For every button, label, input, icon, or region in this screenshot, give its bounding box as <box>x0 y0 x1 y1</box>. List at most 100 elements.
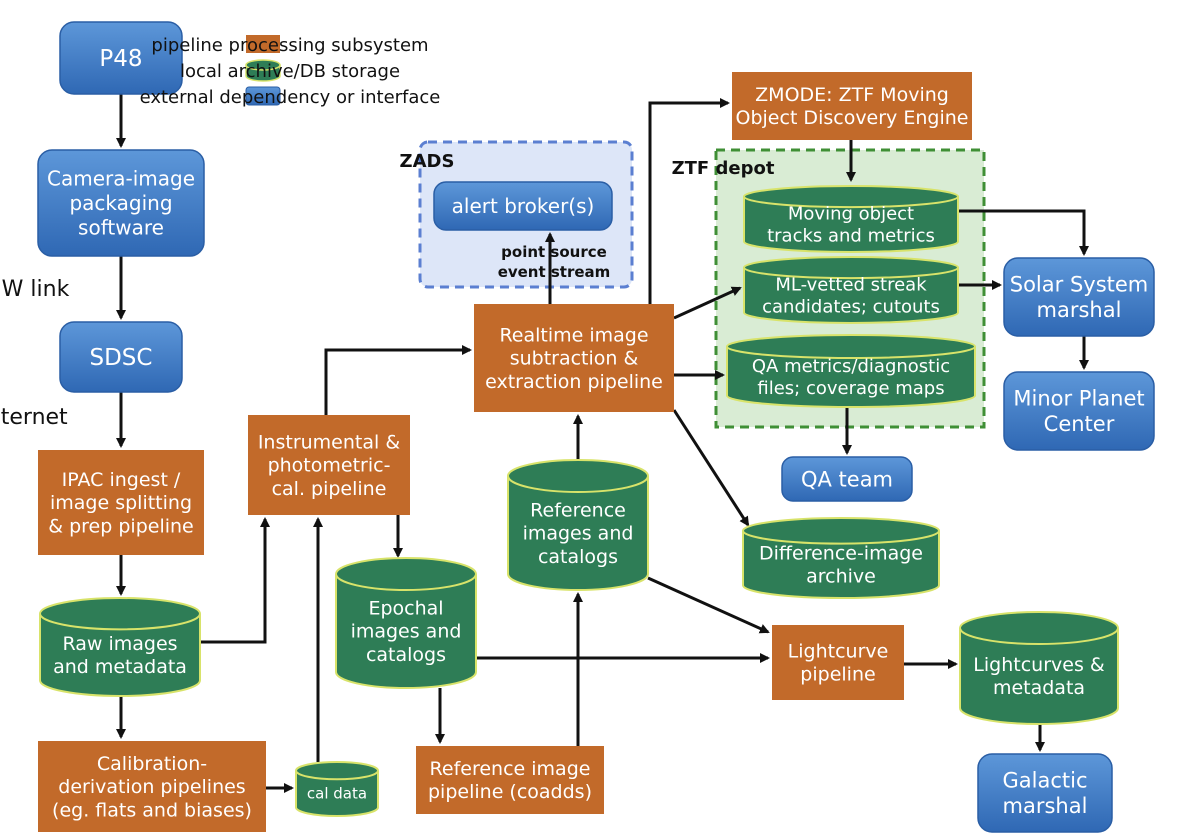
instr-label-3: cal. pipeline <box>272 478 387 500</box>
legend-pipeline-swatch <box>246 35 280 53</box>
moving-label-1: Moving object <box>788 204 914 225</box>
caldata-label-1: cal data <box>307 785 367 803</box>
moving-to-solar-arrow <box>958 209 1089 256</box>
calderiv-node: Calibration-derivation pipelines(eg. fla… <box>38 741 266 832</box>
p48-box <box>59 21 183 95</box>
qametrics-cylinder-top <box>726 334 976 360</box>
diffarch-cylinder-top <box>742 517 940 545</box>
legend-storage-label: local archive/DB storage <box>180 61 400 82</box>
legend-external-swatch <box>245 86 281 106</box>
epochal-label-1: Epochal <box>368 597 443 619</box>
diffarch-cylinder-body <box>742 530 940 599</box>
realtime-to-zmode-arrow <box>648 98 730 304</box>
lcmeta-node: Lightcurves &metadata <box>959 611 1119 725</box>
ipac-node: IPAC ingest /image splitting& prep pipel… <box>38 450 204 555</box>
zads-title: ZADS <box>400 151 455 172</box>
galactic-label-1: Galactic <box>1002 769 1087 793</box>
refimg-label-1: Reference <box>530 499 626 521</box>
mpc-box <box>1003 371 1155 451</box>
legend-storage: local archive/DB storage <box>180 59 400 82</box>
moving-label-2: tracks and metrics <box>767 226 935 247</box>
alert-box <box>433 181 613 231</box>
epochal-label-2: images and <box>351 621 462 643</box>
ipac-label-3: & prep pipeline <box>48 515 193 537</box>
realtime-box <box>474 304 674 412</box>
realtime-label-1: Realtime image <box>499 324 648 346</box>
sdsc-node: SDSC <box>59 321 183 393</box>
raw-cylinder-top <box>39 597 201 631</box>
ipac-label-2: image splitting <box>50 492 192 514</box>
refpipe-box <box>416 746 604 814</box>
camera-box <box>37 149 205 257</box>
calderiv-box <box>38 741 266 832</box>
sdsc-label-1: SDSC <box>90 345 153 371</box>
mpc-label-1: Minor Planet <box>1013 387 1144 411</box>
qateam-label-1: QA team <box>801 467 893 491</box>
qametrics-label-1: QA metrics/diagnostic <box>752 356 950 377</box>
legend-pipeline-label: pipeline processing subsystem <box>151 35 428 56</box>
p48-label-1: P48 <box>99 46 142 72</box>
zmode-box <box>732 72 972 140</box>
refpipe-label-2: pipeline (coadds) <box>428 781 592 803</box>
zmode-label-2: Object Discovery Engine <box>736 107 969 129</box>
calderiv-label-2: derivation pipelines <box>58 776 245 798</box>
internet-label: Internet <box>0 405 68 430</box>
instr-to-realtime-arrow <box>324 345 472 415</box>
streak-label-2: candidates; cutouts <box>762 297 940 318</box>
epochal-cylinder-body <box>335 574 477 689</box>
legend-pipeline: pipeline processing subsystem <box>151 35 429 56</box>
refimg-label-2: images and <box>523 523 634 545</box>
instr-node: Instrumental &photometric-cal. pipeline <box>248 415 410 515</box>
lcmeta-label-2: metadata <box>993 677 1085 699</box>
diffarch-label-1: Difference-image <box>759 542 923 564</box>
refimg-label-3: catalogs <box>538 546 618 568</box>
calderiv-label-3: (eg. flats and biases) <box>52 799 252 821</box>
refimg-cylinder-top <box>507 459 649 493</box>
realtime-to-streak-arrow <box>673 286 742 320</box>
caldata-cylinder-top <box>295 761 379 781</box>
solar-label-1: Solar System <box>1010 273 1149 297</box>
realtime-label-2: subtraction & <box>510 348 639 370</box>
diffarch-label-2: archive <box>806 566 876 588</box>
alert-label-1: alert broker(s) <box>452 194 595 218</box>
lcmeta-label-1: Lightcurves & <box>973 654 1105 676</box>
galactic-box <box>977 753 1113 833</box>
calderiv-label-1: Calibration- <box>97 753 207 775</box>
qametrics-label-2: files; coverage maps <box>757 378 944 399</box>
raw-label-1: Raw images <box>62 633 177 655</box>
zmode-label-1: ZMODE: ZTF Moving <box>755 84 949 106</box>
caldata-cylinder-body <box>295 770 379 817</box>
legend-external: external dependency or interface <box>140 86 440 108</box>
p48-node: P48 <box>59 21 183 95</box>
camera-label-3: software <box>78 215 164 239</box>
mw-link-label: MW link <box>0 277 70 302</box>
mpc-label-2: Center <box>1044 412 1115 436</box>
realtime-label-3: extraction pipeline <box>485 371 663 393</box>
qateam-box <box>781 456 913 502</box>
lcpipe-box <box>772 625 904 700</box>
moving-cylinder-top <box>743 185 959 209</box>
realtime-to-diffarch-arrow <box>672 409 750 527</box>
instr-label-2: photometric- <box>268 455 391 477</box>
alert-node: alert broker(s) <box>433 181 613 231</box>
ipac-box <box>38 450 204 555</box>
raw-to-instr-arrow <box>200 517 270 644</box>
refpipe-label-1: Reference image <box>430 758 591 780</box>
galactic-label-2: marshal <box>1003 794 1088 818</box>
ipac-label-1: IPAC ingest / <box>62 469 181 491</box>
